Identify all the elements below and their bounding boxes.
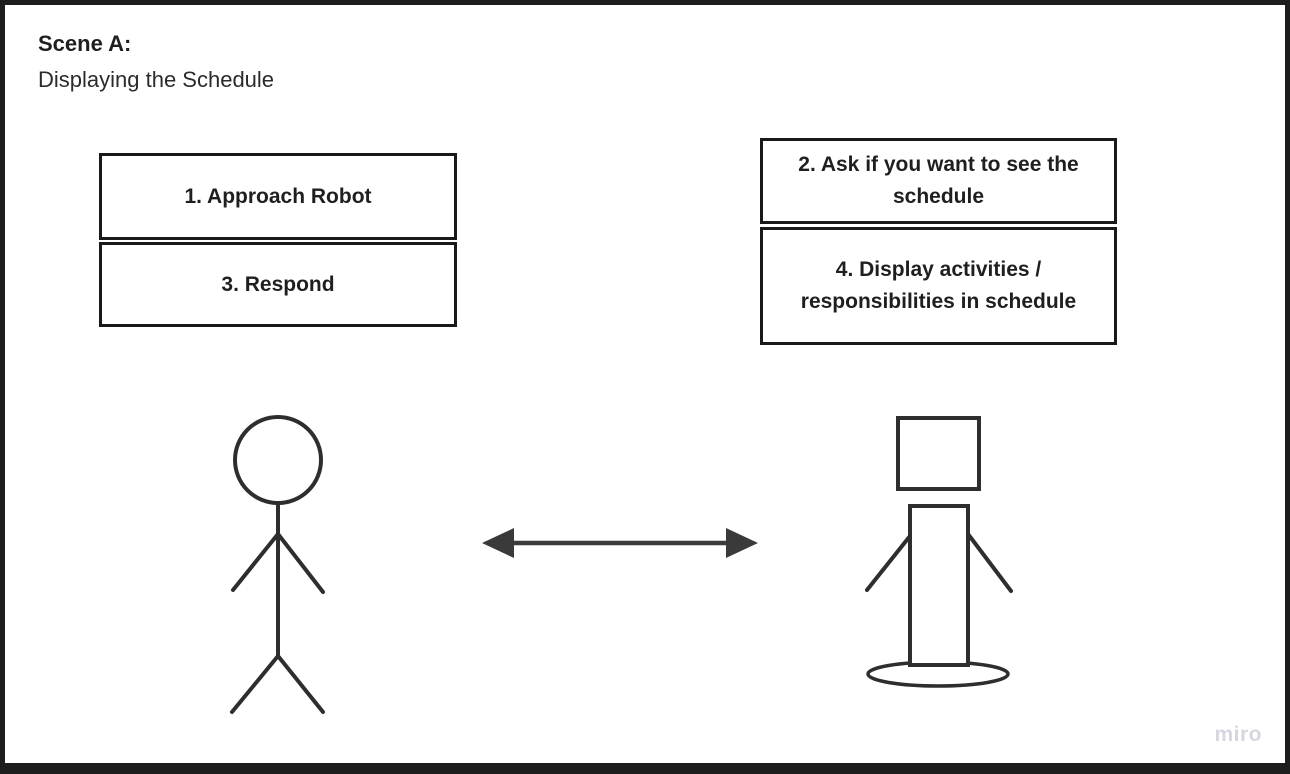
- frame-title: Scene A: Displaying the Schedule: [38, 26, 274, 98]
- robot-head: [896, 416, 981, 491]
- robot-right-arm: [966, 532, 1013, 593]
- robot-left-arm: [865, 534, 912, 592]
- arrow-right-head: [726, 528, 758, 558]
- person-head: [233, 415, 323, 505]
- step-4-display-box[interactable]: 4. Display activities / responsibilities…: [760, 227, 1117, 345]
- robot-figure[interactable]: [858, 406, 1022, 690]
- person-right-leg: [276, 654, 325, 714]
- person-right-arm: [276, 532, 325, 594]
- step-3-respond-box[interactable]: 3. Respond: [99, 242, 457, 327]
- double-headed-arrow[interactable]: [470, 524, 770, 564]
- scene-subtitle: Displaying the Schedule: [38, 67, 275, 92]
- miro-watermark: miro: [1214, 723, 1262, 746]
- step-1-approach-robot-box[interactable]: 1. Approach Robot: [99, 153, 457, 240]
- step-2-ask-box[interactable]: 2. Ask if you want to see the schedule: [760, 138, 1117, 224]
- human-steps-table[interactable]: 1. Approach Robot 3. Respond: [99, 153, 457, 327]
- stick-person-figure[interactable]: [208, 406, 352, 720]
- scene-title: Scene A:: [38, 31, 132, 56]
- arrow-left-head: [482, 528, 514, 558]
- robot-steps-table[interactable]: 2. Ask if you want to see the schedule 4…: [760, 138, 1117, 345]
- person-left-arm: [231, 532, 280, 592]
- person-left-leg: [230, 654, 280, 714]
- robot-body: [908, 504, 970, 667]
